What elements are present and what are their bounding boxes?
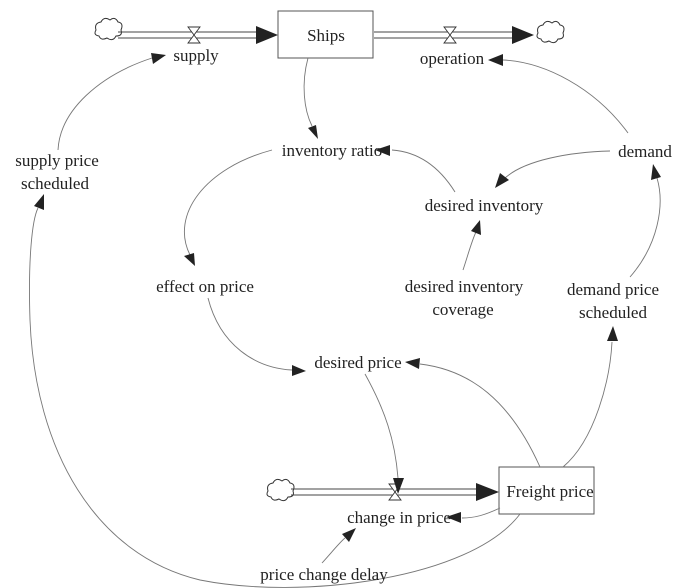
ships-label: Ships xyxy=(307,26,345,45)
supply-price-scheduled-line2: scheduled xyxy=(21,174,89,193)
link-ships-to-inventory-ratio xyxy=(303,57,313,127)
demand-price-scheduled: demand price scheduled xyxy=(567,280,659,322)
supply-flow xyxy=(94,17,278,44)
demand-price-scheduled-line1: demand price xyxy=(567,280,659,299)
inventory-ratio-label: inventory ratio xyxy=(282,141,383,160)
link-ships-arrowhead xyxy=(308,125,318,139)
link-coverage-to-desired-inventory xyxy=(462,231,477,271)
link-inventory-ratio-to-effect-on-price xyxy=(184,149,273,256)
link-freight-price-to-change-in-price xyxy=(461,507,501,519)
link-supply-price-scheduled-arrowhead xyxy=(34,194,44,210)
supply-source-cloud xyxy=(94,17,123,41)
desired-inventory-label: desired inventory xyxy=(425,196,544,215)
operation-flow xyxy=(374,20,565,44)
supply-valve-icon xyxy=(187,26,201,44)
link-demand-to-desired-inventory xyxy=(504,150,611,179)
link-price-change-delay-to-change-in-price xyxy=(321,537,346,564)
link-freight-price-change-arrowhead xyxy=(446,512,461,523)
link-freight-price-to-supply-price-scheduled xyxy=(29,207,521,588)
desired-inventory-coverage: desired inventory coverage xyxy=(405,277,524,319)
desired-inventory-coverage-line1: desired inventory xyxy=(405,277,524,296)
link-operation-arrowhead xyxy=(488,54,503,66)
link-price-change-delay-arrowhead xyxy=(342,528,356,542)
link-freight-price-to-desired-price xyxy=(419,363,541,468)
operation-sink-cloud xyxy=(536,20,565,44)
desired-inventory-coverage-line2: coverage xyxy=(432,300,493,319)
link-demand-arrowhead xyxy=(495,173,509,188)
link-demand-to-operation xyxy=(502,59,629,134)
link-coverage-arrowhead xyxy=(471,220,481,235)
demand-label: demand xyxy=(618,142,672,161)
link-effect-on-price-to-desired-price xyxy=(207,297,293,371)
change-in-price-label: change in price xyxy=(347,508,451,527)
link-demand-price-scheduled-demand-arrowhead xyxy=(651,164,661,180)
link-desired-price-to-change-in-price xyxy=(364,373,399,479)
freight-price-box xyxy=(498,466,595,515)
link-freight-price-to-demand-price-scheduled xyxy=(562,341,613,468)
effect-on-price-label: effect on price xyxy=(156,277,254,296)
desired-price-label: desired price xyxy=(314,353,401,372)
link-demand-price-scheduled-to-demand xyxy=(629,177,661,278)
link-inventory-ratio-arrowhead xyxy=(184,253,195,266)
link-supply-price-scheduled-to-supply xyxy=(57,57,153,151)
link-desired-price-arrowhead xyxy=(393,478,404,494)
link-effect-on-price-arrowhead xyxy=(292,365,306,376)
causal-links xyxy=(29,53,661,588)
demand-price-scheduled-line2: scheduled xyxy=(579,303,647,322)
ships-box xyxy=(277,10,374,59)
supply-price-scheduled-line1: supply price xyxy=(15,151,99,170)
operation-valve-icon xyxy=(443,26,457,44)
link-desired-inventory-to-inventory-ratio xyxy=(391,149,456,193)
freight-price-label: Freight price xyxy=(506,482,593,501)
operation-arrowhead xyxy=(512,26,534,44)
supply-label: supply xyxy=(173,46,219,65)
stock-freight-price[interactable]: Freight price xyxy=(498,466,595,515)
link-demand-price-scheduled-arrowhead xyxy=(607,326,618,341)
change-in-price-flow xyxy=(266,478,499,502)
link-supply-arrowhead xyxy=(151,53,166,64)
supply-price-scheduled: supply price scheduled xyxy=(15,151,99,193)
change-in-price-source-cloud xyxy=(266,478,295,502)
link-desired-inventory-arrowhead xyxy=(375,145,390,156)
link-freight-price-desired-arrowhead xyxy=(405,358,420,369)
price-change-delay-label: price change delay xyxy=(260,565,388,584)
change-in-price-arrowhead xyxy=(476,483,499,501)
stock-ships[interactable]: Ships xyxy=(277,10,374,59)
supply-arrowhead xyxy=(256,26,278,44)
operation-label: operation xyxy=(420,49,485,68)
